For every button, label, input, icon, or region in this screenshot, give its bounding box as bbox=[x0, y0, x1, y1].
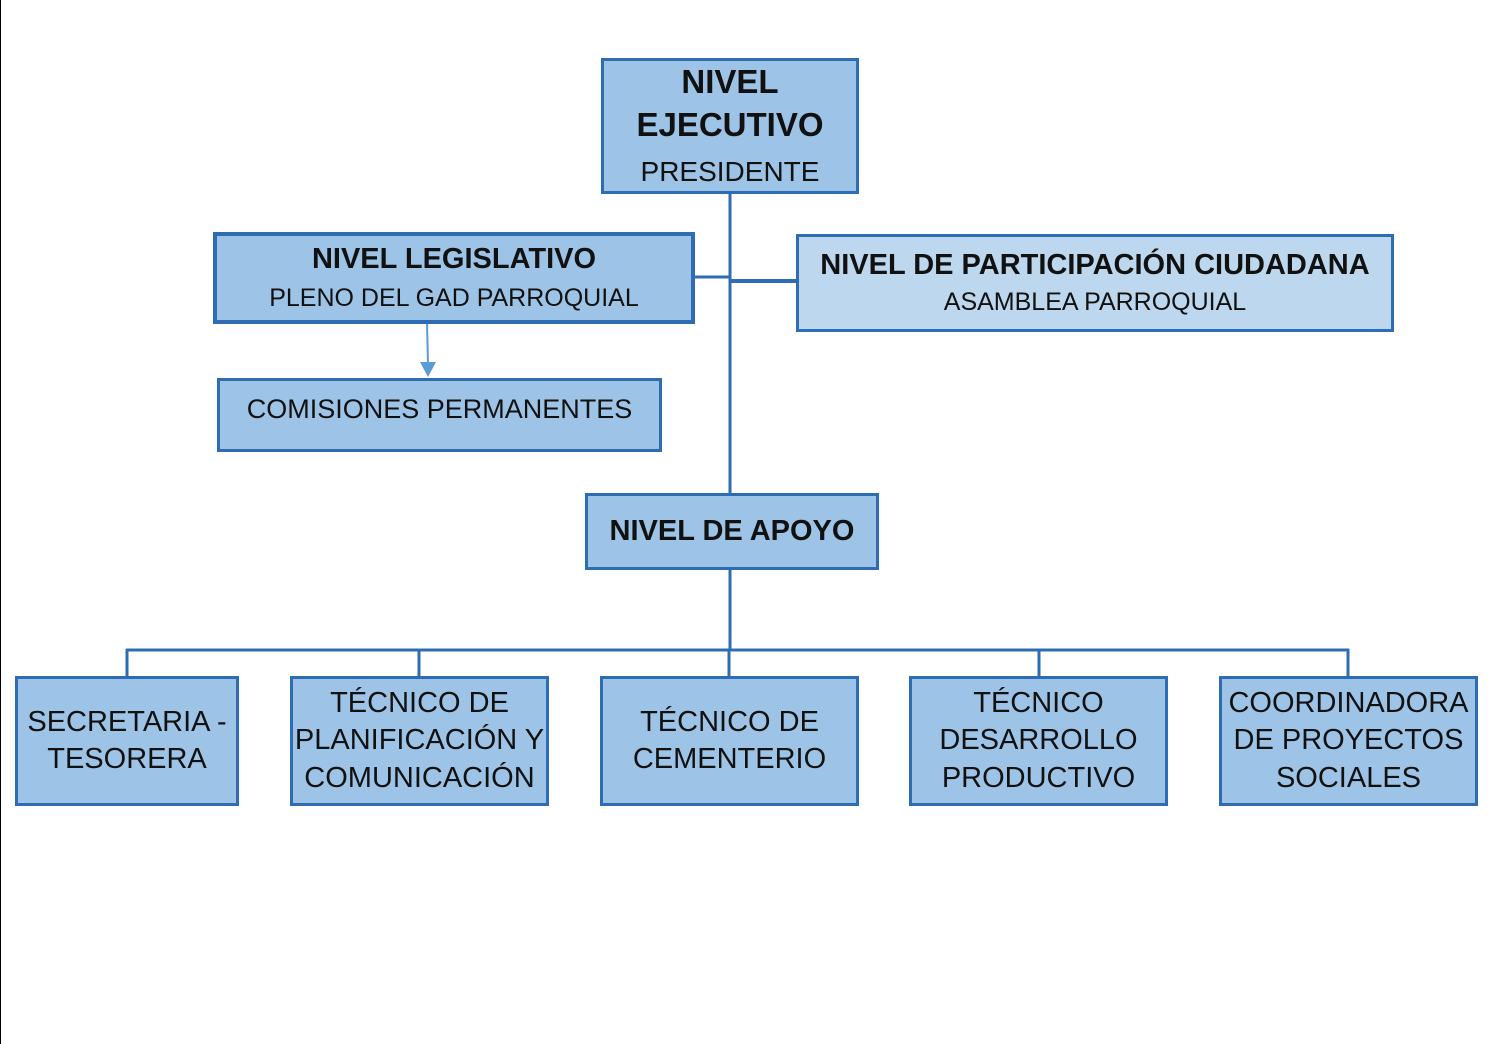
node-nivel-legislativo: NIVEL LEGISLATIVO PLENO DEL GAD PARROQUI… bbox=[213, 232, 695, 324]
node-nivel-participacion-ciudadana-subtitle: ASAMBLEA PARROQUIAL bbox=[943, 287, 1247, 316]
node-tecnico-cementerio: TÉCNICO DE CEMENTERIO bbox=[600, 676, 859, 806]
node-secretaria-tesorera: SECRETARIA - TESORERA bbox=[15, 676, 239, 806]
node-nivel-participacion-ciudadana-title: NIVEL DE PARTICIPACIÓN CIUDADANA bbox=[820, 248, 1370, 281]
page-left-edge-line bbox=[0, 0, 1, 1044]
node-tecnico-cementerio-label: TÉCNICO DE CEMENTERIO bbox=[632, 705, 827, 775]
connector-legislativo-to-comisiones bbox=[426, 322, 429, 365]
node-nivel-ejecutivo-title: NIVEL EJECUTIVO bbox=[636, 62, 824, 143]
node-nivel-legislativo-title: NIVEL LEGISLATIVO bbox=[311, 242, 597, 275]
node-tecnico-desarrollo-productivo-label: TÉCNICO DESARROLLO PRODUCTIVO bbox=[939, 687, 1138, 794]
node-secretaria-tesorera-label: SECRETARIA - TESORERA bbox=[27, 705, 227, 775]
node-coordinadora-proyectos-sociales-label: COORDINADORA DE PROYECTOS SOCIALES bbox=[1228, 687, 1469, 794]
arrowhead-comisiones bbox=[420, 362, 436, 377]
node-tecnico-desarrollo-productivo: TÉCNICO DESARROLLO PRODUCTIVO bbox=[909, 676, 1168, 806]
node-nivel-de-apoyo: NIVEL DE APOYO bbox=[585, 493, 879, 570]
node-comisiones-permanentes: COMISIONES PERMANENTES bbox=[217, 378, 662, 452]
node-tecnico-planificacion-comunicacion-label: TÉCNICO DE PLANIFICACIÓN Y COMUNICACIÓN bbox=[294, 687, 545, 794]
node-nivel-ejecutivo: NIVEL EJECUTIVO PRESIDENTE bbox=[601, 58, 859, 194]
node-nivel-legislativo-subtitle: PLENO DEL GAD PARROQUIAL bbox=[269, 283, 639, 312]
node-tecnico-planificacion-comunicacion: TÉCNICO DE PLANIFICACIÓN Y COMUNICACIÓN bbox=[290, 676, 549, 806]
node-nivel-de-apoyo-title: NIVEL DE APOYO bbox=[609, 515, 855, 548]
node-coordinadora-proyectos-sociales: COORDINADORA DE PROYECTOS SOCIALES bbox=[1219, 676, 1478, 806]
node-nivel-ejecutivo-subtitle: PRESIDENTE bbox=[640, 156, 820, 188]
node-comisiones-permanentes-label: COMISIONES PERMANENTES bbox=[246, 393, 633, 424]
node-nivel-participacion-ciudadana: NIVEL DE PARTICIPACIÓN CIUDADANA ASAMBLE… bbox=[796, 234, 1394, 332]
